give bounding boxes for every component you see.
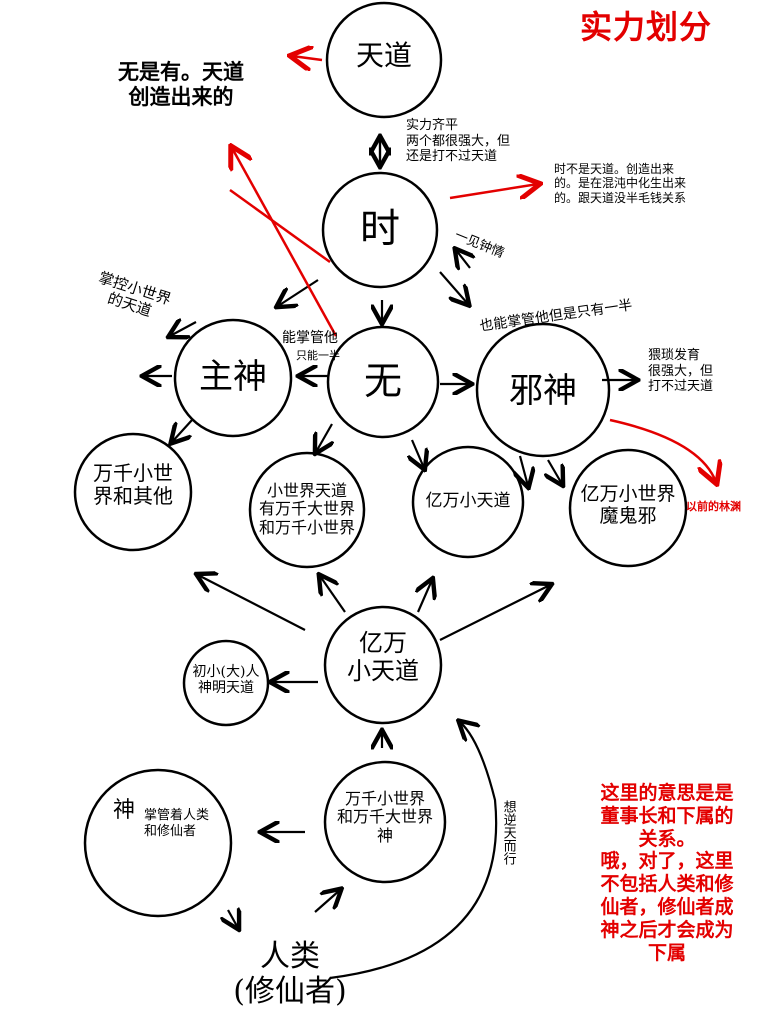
node-tiandao: 天道	[355, 39, 412, 72]
note-bottom-right: 这里的意思是是 董事长和下属的 关系。 哦，对了，这里 不包括人类和修 仙者，修…	[600, 782, 734, 964]
node-xiaoshijie-shen: 初小(大)人 神明天道	[192, 664, 260, 697]
red-arrow-shi-zhushen-line	[229, 188, 331, 264]
arrow-nitian	[329, 722, 498, 980]
note-zhushen-wu: 能掌管他	[282, 330, 338, 346]
note-shen-desc: 掌管着人类 和修仙者	[144, 808, 210, 839]
arrow-center-c	[418, 580, 432, 613]
node-zhushen: 主神	[199, 357, 267, 397]
node-wu-circle	[326, 325, 440, 439]
node-wu: 无	[363, 359, 402, 403]
arrow-xieshen-mogui	[548, 459, 562, 484]
note-linyuan: 以前的林渊	[686, 500, 741, 513]
arrow-center-d	[439, 585, 550, 641]
arrow-center-b	[320, 576, 346, 613]
red-arrow-shi-right	[449, 184, 538, 198]
arrow-shi-zhushen	[278, 279, 319, 306]
hand-wu-side: 只能一半	[296, 349, 340, 362]
node-wanqian-b-circle	[323, 760, 447, 884]
arrow-zhushen-wanqian	[172, 419, 193, 442]
page-title: 实力划分	[580, 8, 713, 46]
node-center: 亿万 小天道	[347, 629, 419, 685]
arrow-shi-yijian	[456, 250, 470, 268]
note-xie-right: 猥琐发育 很强大，但 打不过天道	[648, 348, 714, 395]
node-xieshen-circle	[475, 322, 611, 458]
node-renlei: 人类 (修仙者)	[233, 939, 347, 1009]
arrow-wu-xiaoshijie	[316, 423, 332, 452]
node-shen-circle	[83, 768, 233, 918]
node-yiwan-xiaotiandao-a: 亿万小天道	[425, 491, 511, 511]
node-wanqian-b: 万千小世界 和万千大世界 神	[336, 789, 433, 845]
red-arrow-wu-up	[232, 148, 338, 337]
node-shi-circle	[321, 171, 439, 289]
node-yiwan-xiaoshijie-circle	[568, 448, 688, 568]
arrow-renlei-shen	[228, 910, 238, 928]
note-tiandao-shi: 实力齐平 两个都很强大，但 还是打不过天道	[406, 118, 511, 165]
note-left-top: 无是有。天道创造出来的	[118, 60, 244, 110]
node-xiaoshijie-tiandao: 小世界天道 有万千大世界 和万千小世界	[258, 481, 355, 537]
red-arrow-tiandao	[292, 56, 323, 60]
arrow-renlei-wanqian	[314, 890, 340, 913]
node-xiaoshijie-tiandao-circle	[248, 451, 366, 569]
node-yiwan-xiaoshijie: 亿万小世界 魔鬼邪	[580, 483, 676, 527]
node-xieshen: 邪神	[509, 371, 577, 411]
node-wanqian-a: 万千小世 界和其他	[93, 461, 173, 508]
arrow-zhushen-side	[170, 322, 197, 336]
arrow-shi-xieshen	[439, 271, 468, 304]
node-yiwan-xiaotiandao-a-circle	[411, 445, 525, 559]
red-arrow-xieshen-linyuan	[609, 418, 716, 482]
node-tiandao-circle	[325, 1, 443, 119]
note-nitian: 想逆天而行	[500, 800, 516, 865]
node-center-circle	[323, 605, 443, 725]
node-zhushen-circle	[173, 318, 293, 438]
note-shi-right: 时不是天道。创造出来 的。是在混沌中化生出来 的。跟天道没半毛钱关系	[554, 162, 687, 205]
arrow-center-a	[198, 575, 306, 631]
node-shen: 神	[112, 798, 135, 823]
node-shi: 时	[360, 206, 400, 252]
node-wanqian-a-circle	[73, 432, 193, 552]
arrow-wu-yiwan	[412, 439, 424, 468]
arrow-xieshen-yiwan	[520, 455, 528, 486]
